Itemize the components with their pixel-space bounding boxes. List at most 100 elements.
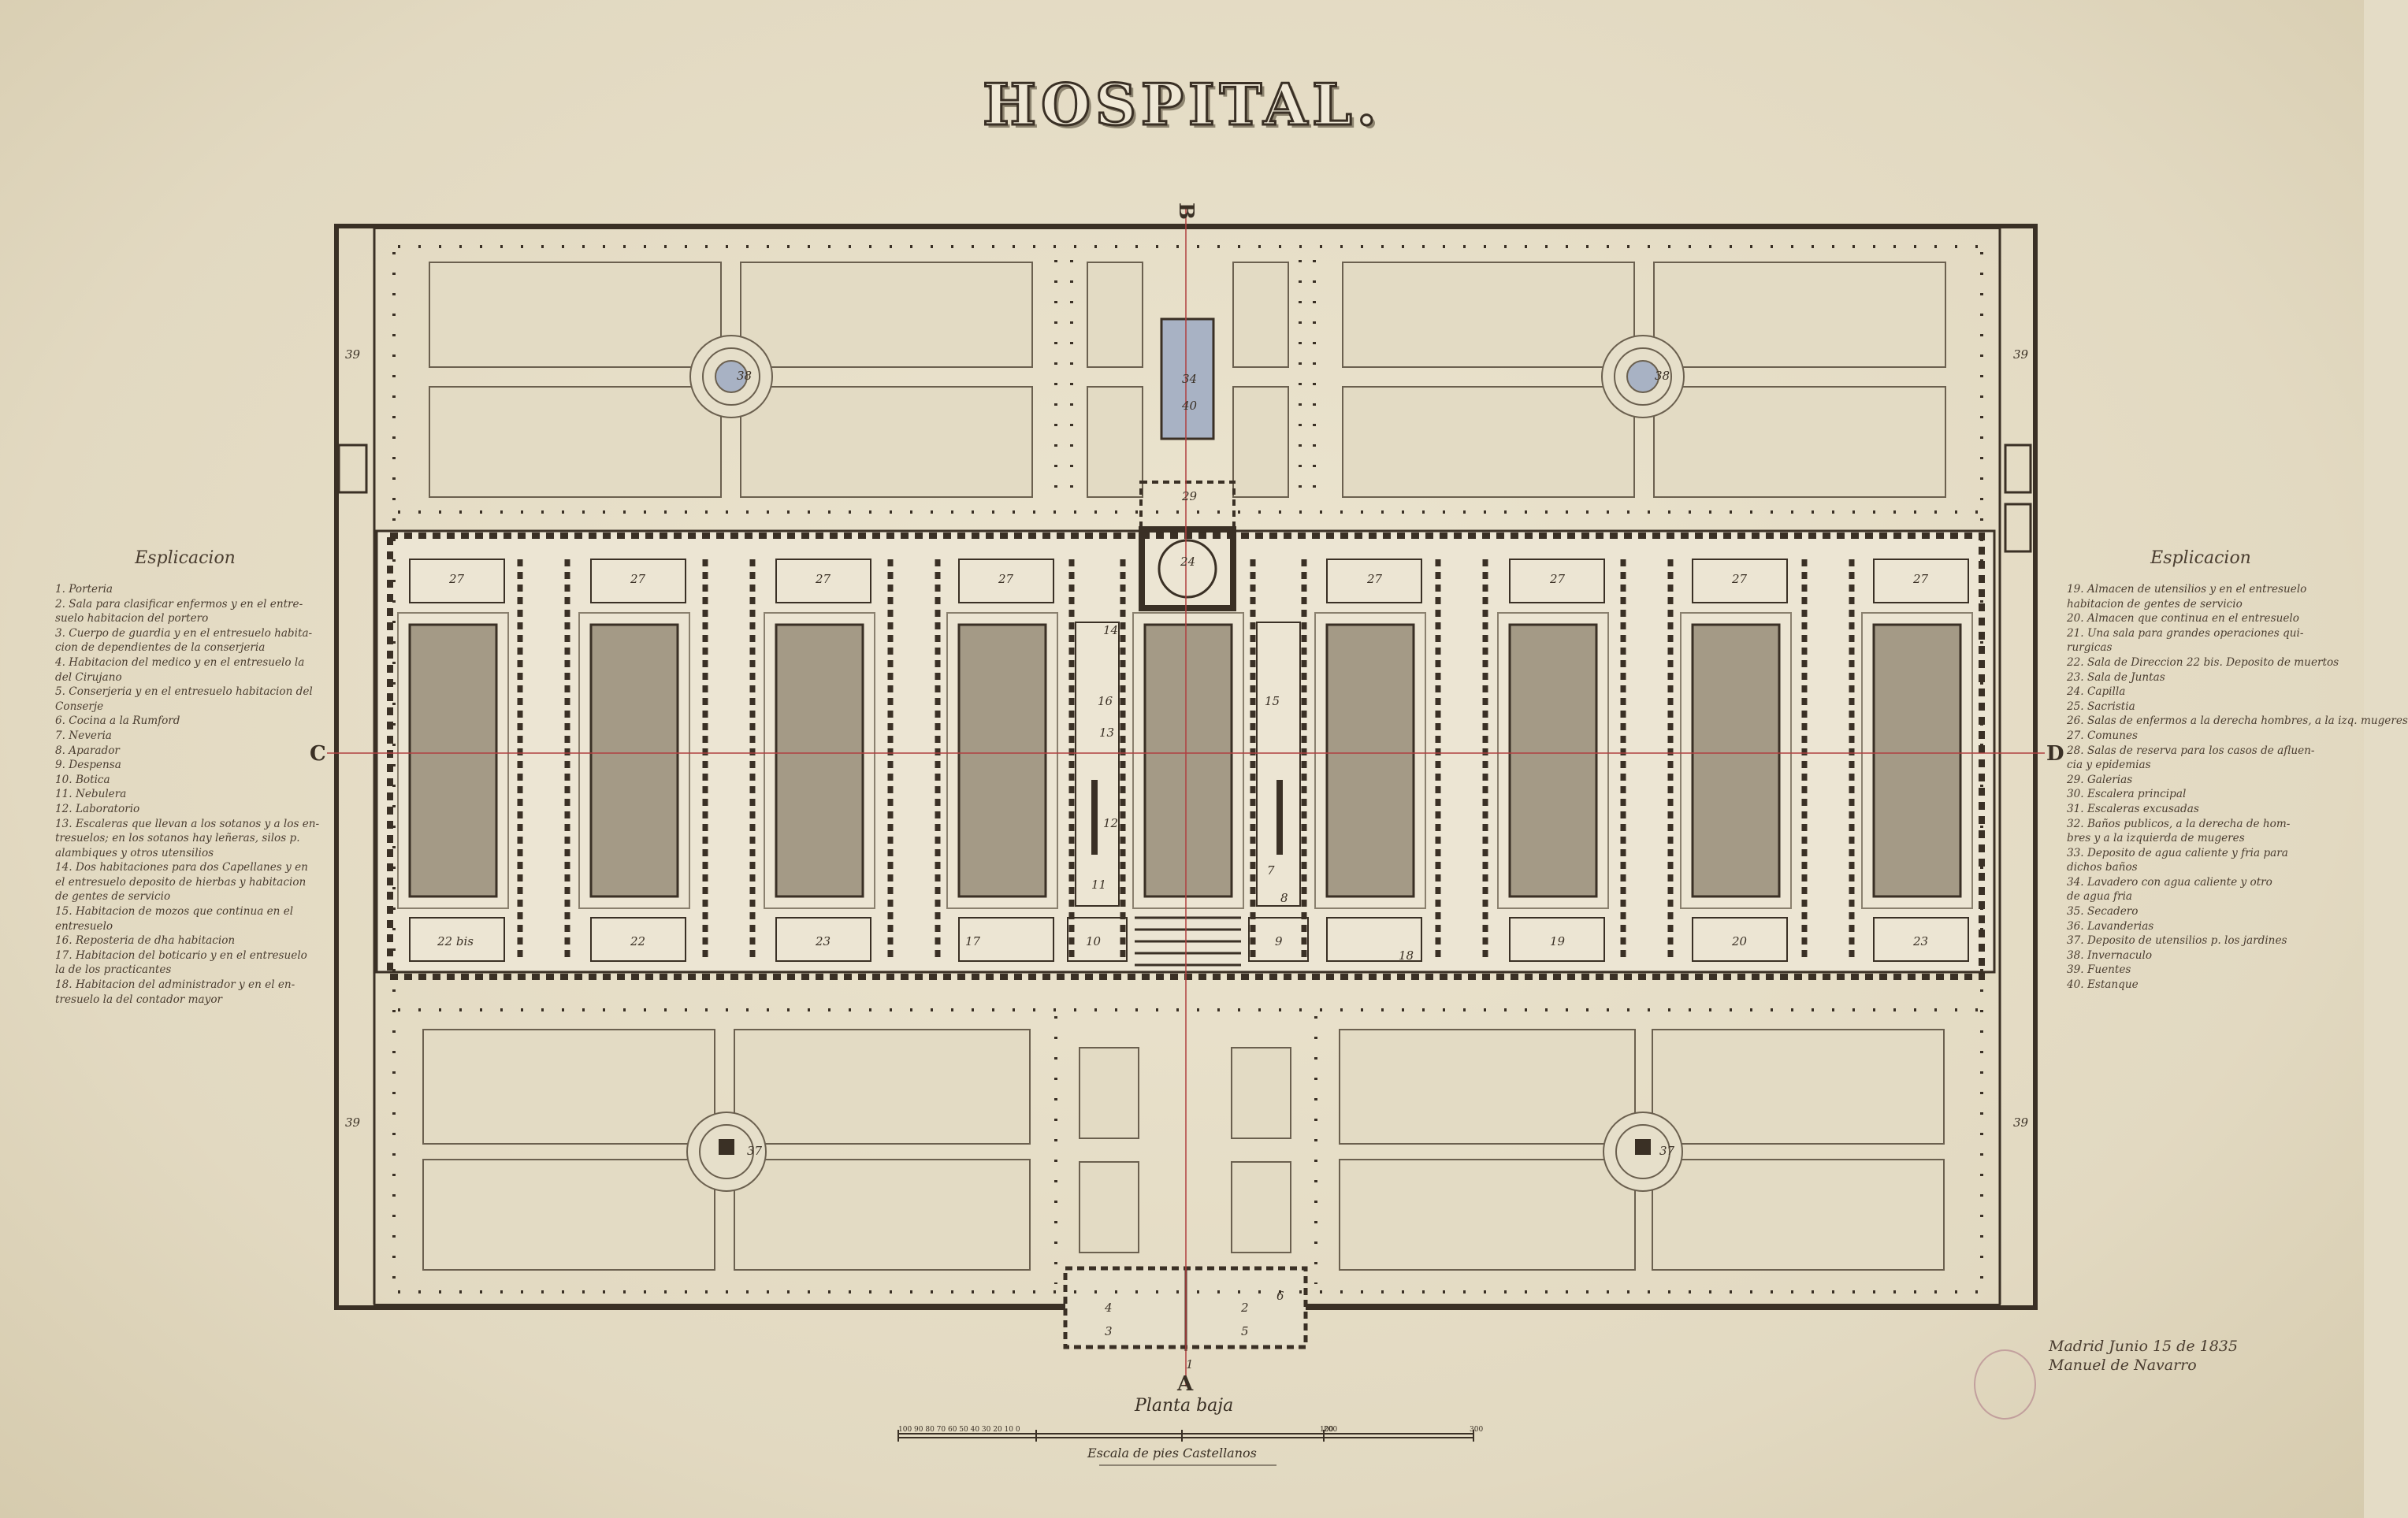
drawing-title: HOSPITAL.: [982, 70, 1381, 139]
fountain-cores: [719, 1139, 1651, 1155]
plan-structure: [327, 206, 2045, 1466]
legend-item: 3. Cuerpo de guardia y en el entresuelo …: [55, 626, 313, 640]
room-number: 38: [1655, 369, 1670, 383]
room-number: 1: [1186, 1357, 1194, 1371]
pond: [1160, 317, 1215, 440]
section-mark-a: A: [1176, 1372, 1194, 1396]
room-number: 24: [1180, 555, 1195, 569]
signature: Madrid Junio 15 de 1835 Manuel de Navarr…: [2049, 1337, 2238, 1375]
room-number: 27: [998, 572, 1014, 586]
legend-item: la de los practicantes: [55, 963, 172, 977]
legend-item: 4. Habitacion del medico y en el entresu…: [55, 655, 305, 669]
legend-item: 11. Nebulera: [55, 788, 127, 801]
legend-item: alambiques y otros utensilios: [55, 846, 214, 859]
room-number: 14: [1103, 623, 1118, 637]
legend-item: 40. Estanque: [2067, 978, 2139, 992]
room-number: 39: [2013, 1115, 2029, 1130]
legend-right: Esplicacion 19. Almacen de utensilios y …: [2067, 548, 2408, 993]
legend-item: 35. Secadero: [2067, 905, 2139, 919]
section-mark-d: D: [2046, 742, 2064, 766]
legend-item: 20. Almacen que continua en el entresuel…: [2067, 612, 2299, 625]
legend-item: el entresuelo deposito de hierbas y habi…: [55, 875, 307, 889]
legend-item: bres y a la izquierda de mugeres: [2067, 832, 2245, 845]
legend-item: 12. Laboratorio: [55, 802, 140, 815]
legend-item: 34. Lavadero con agua caliente y otro: [2067, 875, 2272, 889]
room-number: 23: [815, 934, 831, 948]
scale-tick-label: 300: [1470, 1426, 1484, 1434]
room-number: 8: [1280, 891, 1288, 905]
room-number: 3: [1105, 1324, 1113, 1338]
legend-item: 1. Porteria: [55, 583, 113, 596]
legend-item: 18. Habitacion del administrador y en el…: [55, 978, 295, 992]
legend-item: entresuelo: [55, 919, 113, 933]
room-number: 5: [1241, 1324, 1249, 1338]
legend-item: 32. Baños publicos, a la derecha de hom-: [2067, 817, 2291, 830]
legend-item: cia y epidemias: [2067, 759, 2151, 772]
section-mark-b: B: [1174, 202, 1198, 220]
room-number: 34: [1182, 372, 1197, 386]
service-corridors: [1075, 622, 1301, 907]
legend-item: 21. Una sala para grandes operaciones qu…: [2067, 626, 2304, 640]
legend-item: 37. Deposito de utensilios p. los jardin…: [2067, 934, 2287, 948]
legend-item: habitacion de gentes de servicio: [2067, 597, 2243, 611]
room-number: 7: [1267, 863, 1275, 878]
legend-item: rurgicas: [2067, 641, 2113, 655]
legend-item: 39. Fuentes: [2067, 963, 2131, 977]
room-number: 6: [1276, 1289, 1284, 1303]
legend-item: 24. Capilla: [2067, 685, 2126, 699]
room-number: 13: [1099, 726, 1114, 740]
room-number: 27: [815, 572, 831, 586]
scale-tick-label: 100 90 80 70 60 50 40 30 20 10 0: [898, 1426, 1020, 1434]
room-number: 11: [1091, 878, 1106, 892]
room-number: 19: [1550, 934, 1566, 948]
section-marks: B A C D: [310, 202, 2064, 1396]
legend-item: suelo habitacion del portero: [55, 612, 209, 625]
legend-item: dichos baños: [2067, 861, 2138, 874]
room-number: 23: [1912, 934, 1928, 948]
room-number: 27: [1366, 572, 1383, 586]
room-number: 10: [1086, 934, 1102, 948]
legend-item: 15. Habitacion de mozos que continua en …: [55, 905, 294, 919]
legend-item: 9. Despensa: [55, 759, 121, 772]
room-number: 15: [1265, 694, 1280, 708]
room-number: 9: [1275, 934, 1283, 948]
room-number: 38: [737, 369, 752, 383]
legend-item: 29. Galerias: [2067, 773, 2133, 786]
room-number: 27: [448, 572, 465, 586]
legend-item: 27. Comunes: [2067, 729, 2138, 742]
legend-item: 30. Escalera principal: [2067, 788, 2187, 801]
legend-item: tresuelos; en los sotanos hay leñeras, s…: [55, 832, 300, 845]
legend-item: del Cirujano: [55, 670, 122, 684]
legend-item: de gentes de servicio: [55, 890, 171, 904]
garden-bottom: [422, 1029, 1945, 1271]
room-number: 18: [1399, 948, 1414, 963]
room-number: 27: [1912, 572, 1929, 586]
room-number: 39: [2013, 347, 2029, 362]
legend-item: 2. Sala para clasificar enfermos y en el…: [55, 597, 303, 611]
room-number: 4: [1104, 1301, 1113, 1315]
legend-item: cion de dependientes de la conserjeria: [55, 641, 266, 655]
room-number: 27: [630, 572, 646, 586]
legend-item: 33. Deposito de agua caliente y fria par…: [2067, 846, 2288, 859]
legend-left: Esplicacion 1. Porteria 2. Sala para cla…: [55, 548, 319, 1007]
room-number: 29: [1181, 489, 1198, 503]
legend-right-heading: Esplicacion: [2150, 548, 2251, 568]
legend-item: 28. Salas de reserva para los casos de a…: [2067, 744, 2315, 757]
chapel: [1139, 526, 1236, 611]
room-number: 2: [1240, 1301, 1249, 1315]
room-number: 20: [1731, 934, 1748, 948]
signature-date: Madrid Junio 15 de 1835: [2049, 1338, 2238, 1355]
legend-item: 19. Almacen de utensilios y en el entres…: [2067, 583, 2307, 596]
legend-item: 36. Lavanderias: [2067, 919, 2154, 933]
legend-item: 8. Aparador: [55, 744, 120, 757]
room-number: 37: [1659, 1144, 1675, 1158]
legend-item: 14. Dos habitaciones para dos Capellanes…: [55, 861, 308, 874]
room-number: 12: [1103, 816, 1118, 830]
ward-walls: [517, 559, 1855, 961]
courtyards: [408, 623, 1962, 898]
scale-ticks: 100 90 80 70 60 50 40 30 20 10 0 100 200…: [898, 1426, 1483, 1434]
legend-item: 17. Habitacion del boticario y en el ent…: [55, 948, 307, 962]
legend-item: 16. Reposteria de dha habitacion: [55, 934, 236, 948]
